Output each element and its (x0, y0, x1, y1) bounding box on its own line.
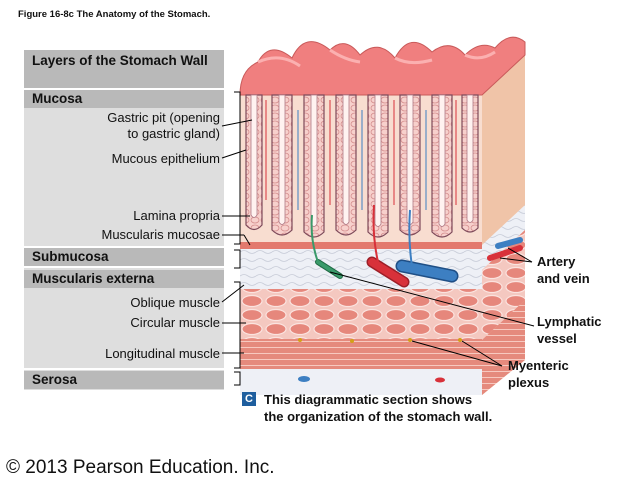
label-artery: Artery (537, 254, 576, 269)
header-separator (24, 88, 224, 90)
serosa-vessel-blue (298, 376, 310, 382)
left-leader-lines (221, 91, 253, 386)
longitudinal-muscle-area (240, 339, 482, 369)
mucosal-folds (239, 36, 526, 96)
gland-lumens (250, 94, 474, 227)
label-mucous-epithelium: Mucous epithelium (111, 151, 220, 166)
label-gastric-pit-1: Gastric pit (opening (107, 110, 220, 125)
label-myenteric: Myenteric (508, 358, 569, 373)
label-longitudinal-muscle: Longitudinal muscle (105, 346, 220, 361)
side-face-longitudinal (482, 300, 525, 395)
label-gastric-pit-2: to gastric gland) (127, 126, 221, 141)
label-lymphatic: Lymphatic (537, 314, 602, 329)
label-muscularis-mucosae: Muscularis mucosae (101, 227, 221, 242)
label-vessel: vessel (537, 331, 577, 346)
side-face-submucosa (482, 205, 525, 270)
label-lamina-propria: Lamina propria (133, 208, 220, 223)
fold-highlights (257, 48, 496, 68)
caption-line-1: This diagrammatic section shows (264, 392, 473, 407)
label-oblique-muscle: Oblique muscle (130, 295, 220, 310)
capillaries (265, 100, 457, 210)
muscularis-mucosae-band (240, 242, 482, 249)
layer-mucosa: Mucosa (24, 90, 224, 108)
copyright: © 2013 Pearson Education. Inc. (6, 457, 275, 478)
panel-header: Layers of the Stomach Wall (24, 50, 224, 88)
myenteric-plexus (298, 338, 462, 343)
layer-serosa: Serosa (24, 371, 224, 389)
layer-muscularis-externa: Muscularis externa (24, 270, 224, 288)
circular-muscle-area (240, 289, 482, 339)
muscularis-separator (24, 368, 224, 370)
figure-title: Figure 16-8c The Anatomy of the Stomach. (18, 9, 211, 20)
side-face-muscle (482, 230, 525, 340)
submucosa-vessels (310, 204, 523, 288)
serosa-vessel-red (435, 377, 445, 383)
mucosa-separator (24, 246, 224, 248)
label-circular-muscle: Circular muscle (130, 315, 220, 330)
right-leader-lines (329, 247, 535, 367)
label-and-vein: and vein (537, 271, 590, 286)
layer-submucosa: Submucosa (24, 248, 224, 266)
submucosa-separator (24, 266, 224, 268)
caption-line-2: the organization of the stomach wall. (264, 409, 493, 424)
caption-badge: C (242, 392, 256, 406)
label-plexus: plexus (508, 375, 550, 390)
